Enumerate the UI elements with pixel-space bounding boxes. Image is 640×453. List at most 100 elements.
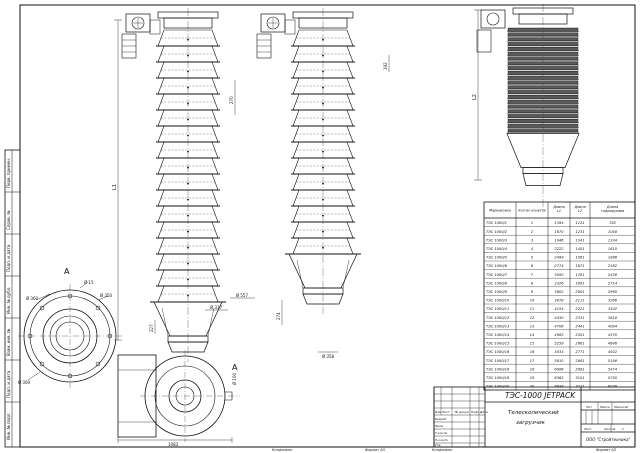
cable-point bbox=[187, 86, 189, 89]
table-cell: 5 bbox=[531, 256, 534, 260]
table-cell: 2661 bbox=[575, 342, 584, 346]
cable-point bbox=[187, 214, 189, 217]
table-cell: 1394 bbox=[554, 221, 564, 225]
table-cell: 4154 bbox=[554, 307, 564, 311]
table-cell: 2774 bbox=[554, 264, 564, 268]
fan-icon bbox=[486, 12, 500, 26]
cable-point bbox=[187, 102, 189, 105]
table-cell: 2111 bbox=[575, 299, 584, 303]
table-cell: 13 bbox=[530, 324, 535, 328]
table-cell: 17 bbox=[530, 359, 535, 363]
cable-point bbox=[187, 182, 189, 185]
dim-270: 270 bbox=[229, 96, 234, 104]
tb-col-list: Лист bbox=[441, 410, 450, 414]
stamp-text: Инв. № подл. bbox=[6, 412, 11, 440]
dim-557: Ø 557 bbox=[236, 293, 249, 298]
dim-274: 274 bbox=[276, 312, 281, 320]
table-cell: ТЭС 1000/8 bbox=[486, 281, 508, 285]
cable-point bbox=[322, 198, 324, 201]
table-cell: 3 bbox=[531, 238, 534, 242]
cable-point bbox=[187, 262, 189, 265]
nested-cone bbox=[507, 94, 579, 99]
cable-point bbox=[322, 86, 324, 89]
cable-point bbox=[187, 246, 189, 249]
loader-section-view bbox=[476, 4, 580, 210]
dim-358: Ø 358 bbox=[322, 354, 335, 359]
nested-cone bbox=[507, 32, 579, 37]
table-cell: 15 bbox=[530, 342, 535, 346]
table-cell: ТЭС 1000/1 bbox=[486, 221, 507, 225]
table-header: Маркировка bbox=[489, 209, 511, 213]
table-cell: ТЭС 1000/17 bbox=[486, 359, 510, 363]
dim-d350: Ø 350 bbox=[100, 293, 113, 298]
dim-l2: L2 bbox=[472, 94, 478, 100]
nested-cone bbox=[507, 61, 579, 65]
table-cell: 2771 bbox=[575, 350, 584, 354]
stamp-text: Справ. № bbox=[6, 211, 11, 230]
cable-point bbox=[322, 230, 324, 233]
loader-side-view bbox=[256, 8, 361, 314]
table-cell: 3602 bbox=[554, 290, 564, 294]
table-cell: 4646 bbox=[608, 342, 618, 346]
cable-point bbox=[187, 230, 189, 233]
table-cell: 16 bbox=[530, 350, 535, 354]
plan-view bbox=[117, 350, 240, 443]
dim-337: Ø 337 bbox=[210, 305, 223, 310]
outlet-nozzle bbox=[522, 173, 564, 186]
table-cell: 2498 bbox=[554, 256, 564, 260]
fan-icon bbox=[266, 16, 280, 30]
cable-point bbox=[322, 38, 324, 41]
nested-cone bbox=[507, 75, 579, 80]
dim-192: 192 bbox=[383, 62, 388, 70]
tb-lit: Лит bbox=[585, 405, 592, 409]
nested-cone bbox=[507, 80, 579, 85]
table-cell: 1121 bbox=[575, 221, 584, 225]
table-cell: ТЭС 1000/10 bbox=[486, 299, 510, 303]
cable-point bbox=[187, 166, 189, 169]
table-cell: 2991 bbox=[575, 367, 584, 371]
tb-sheets: Листов bbox=[603, 427, 615, 431]
cable-point bbox=[187, 198, 189, 201]
table-cell: ТЭС 1000/11 bbox=[486, 307, 509, 311]
cable-point bbox=[187, 118, 189, 121]
tb-masshtab: Масштаб bbox=[614, 405, 628, 409]
side-stamp: Перв. примен. Справ. № Подп. и дата Инв.… bbox=[4, 149, 21, 448]
table-cell: 1886 bbox=[608, 256, 618, 260]
cable-point bbox=[322, 246, 324, 249]
nested-cone bbox=[507, 118, 579, 123]
cable-point bbox=[187, 150, 189, 153]
table-cell: ТЭС 1000/5 bbox=[486, 256, 508, 260]
tb-sheet: Лист bbox=[583, 427, 592, 431]
table-cell: 2 bbox=[531, 230, 534, 234]
gear-housing bbox=[284, 19, 296, 35]
table-cell: 3878 bbox=[554, 299, 564, 303]
table-cell: 782 bbox=[609, 221, 617, 225]
tb-col-izm: Изм bbox=[435, 410, 442, 414]
table-cell: 2222 bbox=[554, 247, 564, 251]
outlet-nozzle bbox=[302, 293, 344, 305]
table-cell: ТЭС 1000/13 bbox=[486, 324, 510, 328]
cable-point bbox=[187, 70, 189, 73]
table-cell: 10 bbox=[530, 299, 535, 303]
view-label-a: A bbox=[64, 267, 70, 276]
table-cell: 5198 bbox=[608, 359, 618, 363]
top-view-a bbox=[18, 281, 122, 388]
table-cell: 3326 bbox=[554, 281, 564, 285]
nested-cone bbox=[507, 128, 579, 133]
dim-d360: Ø 360 bbox=[26, 296, 39, 301]
view-label-a-arrow: A bbox=[232, 363, 238, 372]
table-cell: 4430 bbox=[554, 316, 564, 320]
hopper-rod bbox=[161, 307, 169, 337]
table-header: Кол-во конусов bbox=[518, 209, 545, 213]
table-cell: ТЭС 1000/19 bbox=[486, 376, 510, 380]
outlet-hopper bbox=[506, 133, 580, 168]
tb-col-date: Дата bbox=[479, 410, 488, 414]
table-cell: 2438 bbox=[608, 273, 618, 277]
tb-col-sign: Подп. bbox=[471, 410, 480, 414]
table-cell: 7 bbox=[531, 273, 534, 277]
bottom-kopiroval-1: Копировал bbox=[272, 448, 293, 452]
nested-cone bbox=[507, 56, 579, 61]
